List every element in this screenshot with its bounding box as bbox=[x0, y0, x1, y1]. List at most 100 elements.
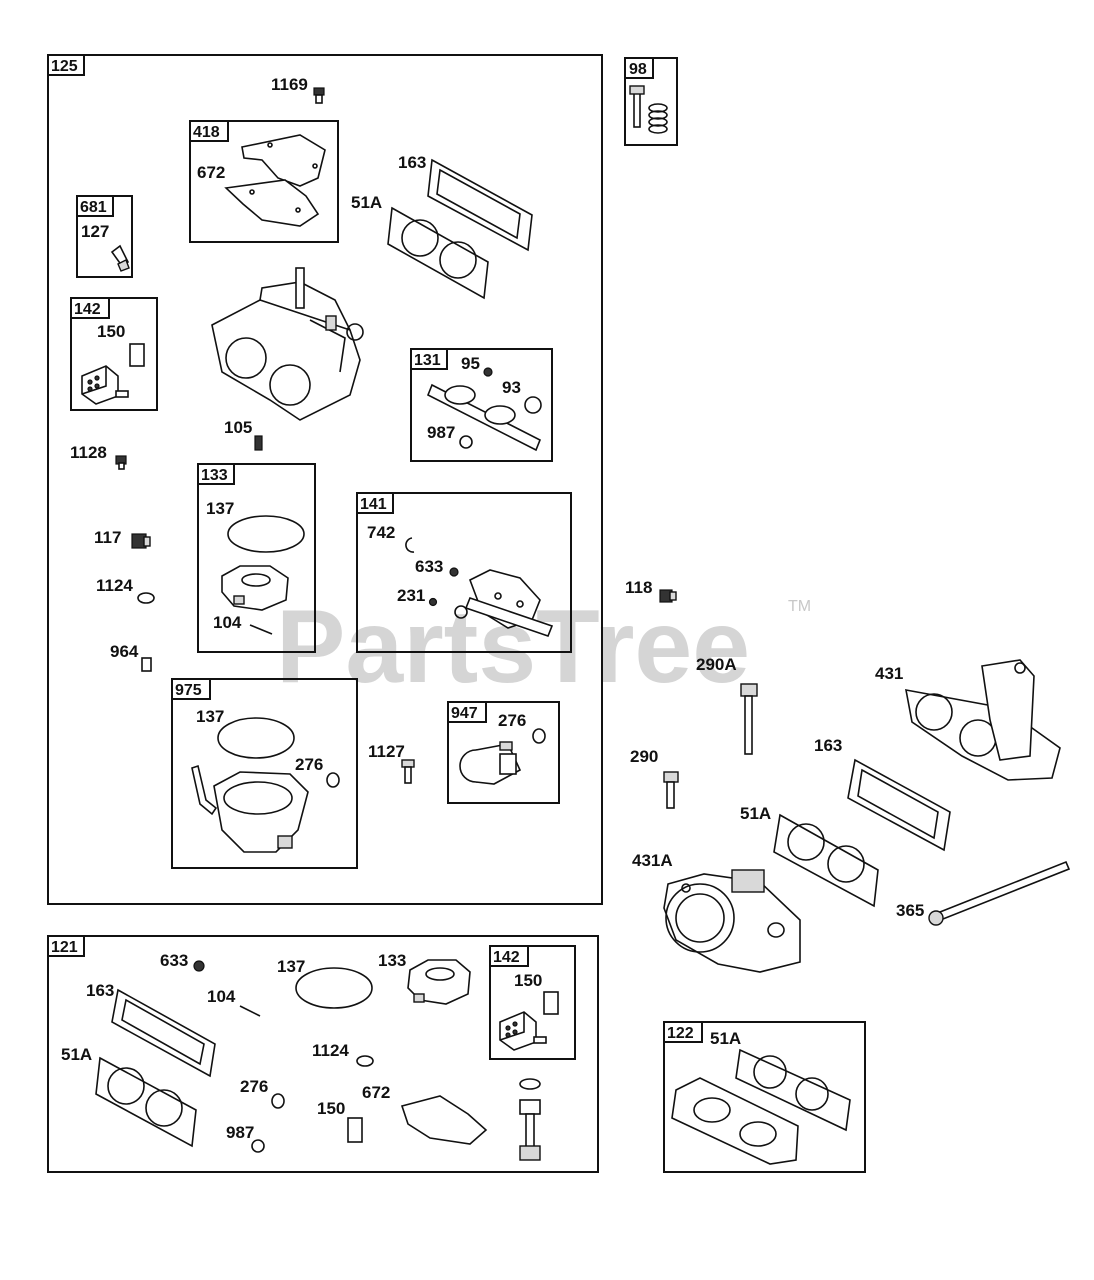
float-bowl-975 bbox=[191, 764, 309, 853]
throttle-shaft-131 bbox=[426, 383, 542, 452]
callout-231[interactable]: 231 bbox=[397, 586, 425, 605]
callout-150[interactable]: 150 bbox=[97, 322, 125, 341]
gasket-150-kit bbox=[347, 1117, 363, 1143]
callout-105[interactable]: 105 bbox=[224, 418, 252, 437]
main-jet-assembly-kit bbox=[519, 1078, 541, 1161]
group-131[interactable]: 131 95 93 987 bbox=[410, 348, 553, 462]
o-ring-276-kit bbox=[271, 1093, 285, 1109]
callout-137[interactable]: 137 bbox=[277, 957, 305, 976]
gasket-plate-lower bbox=[224, 179, 320, 227]
group-947[interactable]: 947 276 bbox=[447, 701, 560, 804]
screw-1127 bbox=[401, 759, 415, 784]
seal-633-kit bbox=[193, 960, 205, 972]
callout-51a[interactable]: 51A bbox=[710, 1029, 741, 1048]
group-122-tag: 122 bbox=[667, 1025, 694, 1042]
callout-104[interactable]: 104 bbox=[213, 613, 242, 632]
group-142-top[interactable]: 142 150 bbox=[70, 297, 158, 411]
callout-633[interactable]: 633 bbox=[160, 951, 188, 970]
callout-163[interactable]: 163 bbox=[86, 981, 114, 1000]
callout-431a[interactable]: 431A bbox=[632, 851, 673, 870]
callout-742[interactable]: 742 bbox=[367, 523, 395, 542]
callout-1169[interactable]: 1169 bbox=[271, 75, 308, 94]
callout-51a[interactable]: 51A bbox=[61, 1045, 92, 1064]
callout-290a[interactable]: 290A bbox=[696, 655, 737, 674]
o-ring-137-top bbox=[227, 515, 305, 553]
plug-118 bbox=[659, 589, 677, 603]
callout-987[interactable]: 987 bbox=[427, 423, 455, 442]
gasket-51a-kit bbox=[735, 1048, 851, 1132]
callout-1124[interactable]: 1124 bbox=[312, 1041, 349, 1060]
callout-276[interactable]: 276 bbox=[240, 1077, 268, 1096]
group-975-tag: 975 bbox=[175, 682, 202, 699]
callout-1128[interactable]: 1128 bbox=[70, 443, 107, 462]
gasket-51a-top bbox=[387, 206, 489, 300]
callout-95[interactable]: 95 bbox=[461, 354, 480, 373]
group-121[interactable]: 121 bbox=[47, 935, 599, 1173]
gasket-51a-right bbox=[773, 813, 879, 908]
seal-633-top bbox=[449, 567, 459, 577]
callout-365[interactable]: 365 bbox=[896, 901, 924, 920]
idle-screw-part bbox=[110, 244, 130, 272]
callout-290[interactable]: 290 bbox=[630, 747, 658, 766]
callout-51a[interactable]: 51A bbox=[740, 804, 771, 823]
callout-104[interactable]: 104 bbox=[207, 987, 236, 1006]
float-133 bbox=[221, 565, 289, 611]
callout-987[interactable]: 987 bbox=[226, 1123, 254, 1142]
callout-672[interactable]: 672 bbox=[362, 1083, 390, 1102]
plug-117 bbox=[131, 533, 151, 549]
group-131-tag: 131 bbox=[414, 352, 441, 369]
group-418[interactable]: 418 672 bbox=[189, 120, 339, 243]
choke-shaft-141 bbox=[464, 569, 554, 638]
group-142-tag: 142 bbox=[74, 301, 101, 318]
group-133-tag: 133 bbox=[201, 467, 228, 484]
carburetor-body bbox=[211, 267, 364, 421]
solenoid-connector-kit bbox=[499, 1011, 547, 1051]
group-125-tag: 125 bbox=[51, 58, 78, 75]
screw-231 bbox=[428, 597, 438, 607]
group-142-kit[interactable]: 142 150 bbox=[489, 945, 576, 1060]
bolt-290 bbox=[663, 771, 679, 809]
clip-742 bbox=[405, 537, 415, 553]
group-975[interactable]: 975 137 276 bbox=[171, 678, 358, 869]
callout-118[interactable]: 118 bbox=[625, 578, 652, 597]
watermark-trademark: TM bbox=[788, 598, 811, 615]
callout-672[interactable]: 672 bbox=[197, 163, 225, 182]
callout-137[interactable]: 137 bbox=[196, 707, 224, 726]
callout-163[interactable]: 163 bbox=[398, 153, 426, 172]
group-98-tag: 98 bbox=[629, 61, 647, 78]
group-681-tag: 681 bbox=[80, 199, 107, 216]
callout-276[interactable]: 276 bbox=[295, 755, 323, 774]
jet-964 bbox=[141, 657, 152, 672]
callout-431[interactable]: 431 bbox=[875, 664, 903, 683]
fuel-solenoid-947 bbox=[459, 741, 522, 785]
group-947-tag: 947 bbox=[451, 705, 478, 722]
gasket-plate-672-kit bbox=[400, 1095, 488, 1145]
callout-150[interactable]: 150 bbox=[317, 1099, 345, 1118]
callout-633[interactable]: 633 bbox=[415, 557, 443, 576]
callout-127[interactable]: 127 bbox=[81, 222, 109, 241]
pin-104-kit bbox=[239, 1005, 261, 1017]
callout-137[interactable]: 137 bbox=[206, 499, 234, 518]
group-133[interactable]: 133 137 104 bbox=[197, 463, 316, 653]
callout-51a[interactable]: 51A bbox=[351, 193, 382, 212]
screw-105 bbox=[254, 435, 263, 451]
screw-95 bbox=[483, 367, 493, 377]
callout-163[interactable]: 163 bbox=[814, 736, 842, 755]
callout-117[interactable]: 117 bbox=[94, 528, 121, 547]
group-98[interactable]: 98 bbox=[624, 57, 678, 146]
callout-1124[interactable]: 1124 bbox=[96, 576, 133, 595]
group-122[interactable]: 122 51A bbox=[663, 1021, 866, 1173]
group-681[interactable]: 681 127 bbox=[76, 195, 133, 278]
callout-1127[interactable]: 1127 bbox=[368, 742, 405, 761]
callout-964[interactable]: 964 bbox=[110, 642, 139, 661]
callout-93[interactable]: 93 bbox=[502, 378, 521, 397]
callout-276[interactable]: 276 bbox=[498, 711, 526, 730]
callout-133[interactable]: 133 bbox=[378, 951, 406, 970]
spring-bolt-part bbox=[629, 85, 668, 134]
washer-1124-kit bbox=[356, 1055, 374, 1067]
washer-141 bbox=[454, 605, 468, 619]
group-141[interactable]: 141 742 633 231 bbox=[356, 492, 572, 653]
group-125[interactable]: 125 bbox=[47, 54, 603, 905]
callout-150[interactable]: 150 bbox=[514, 971, 542, 990]
